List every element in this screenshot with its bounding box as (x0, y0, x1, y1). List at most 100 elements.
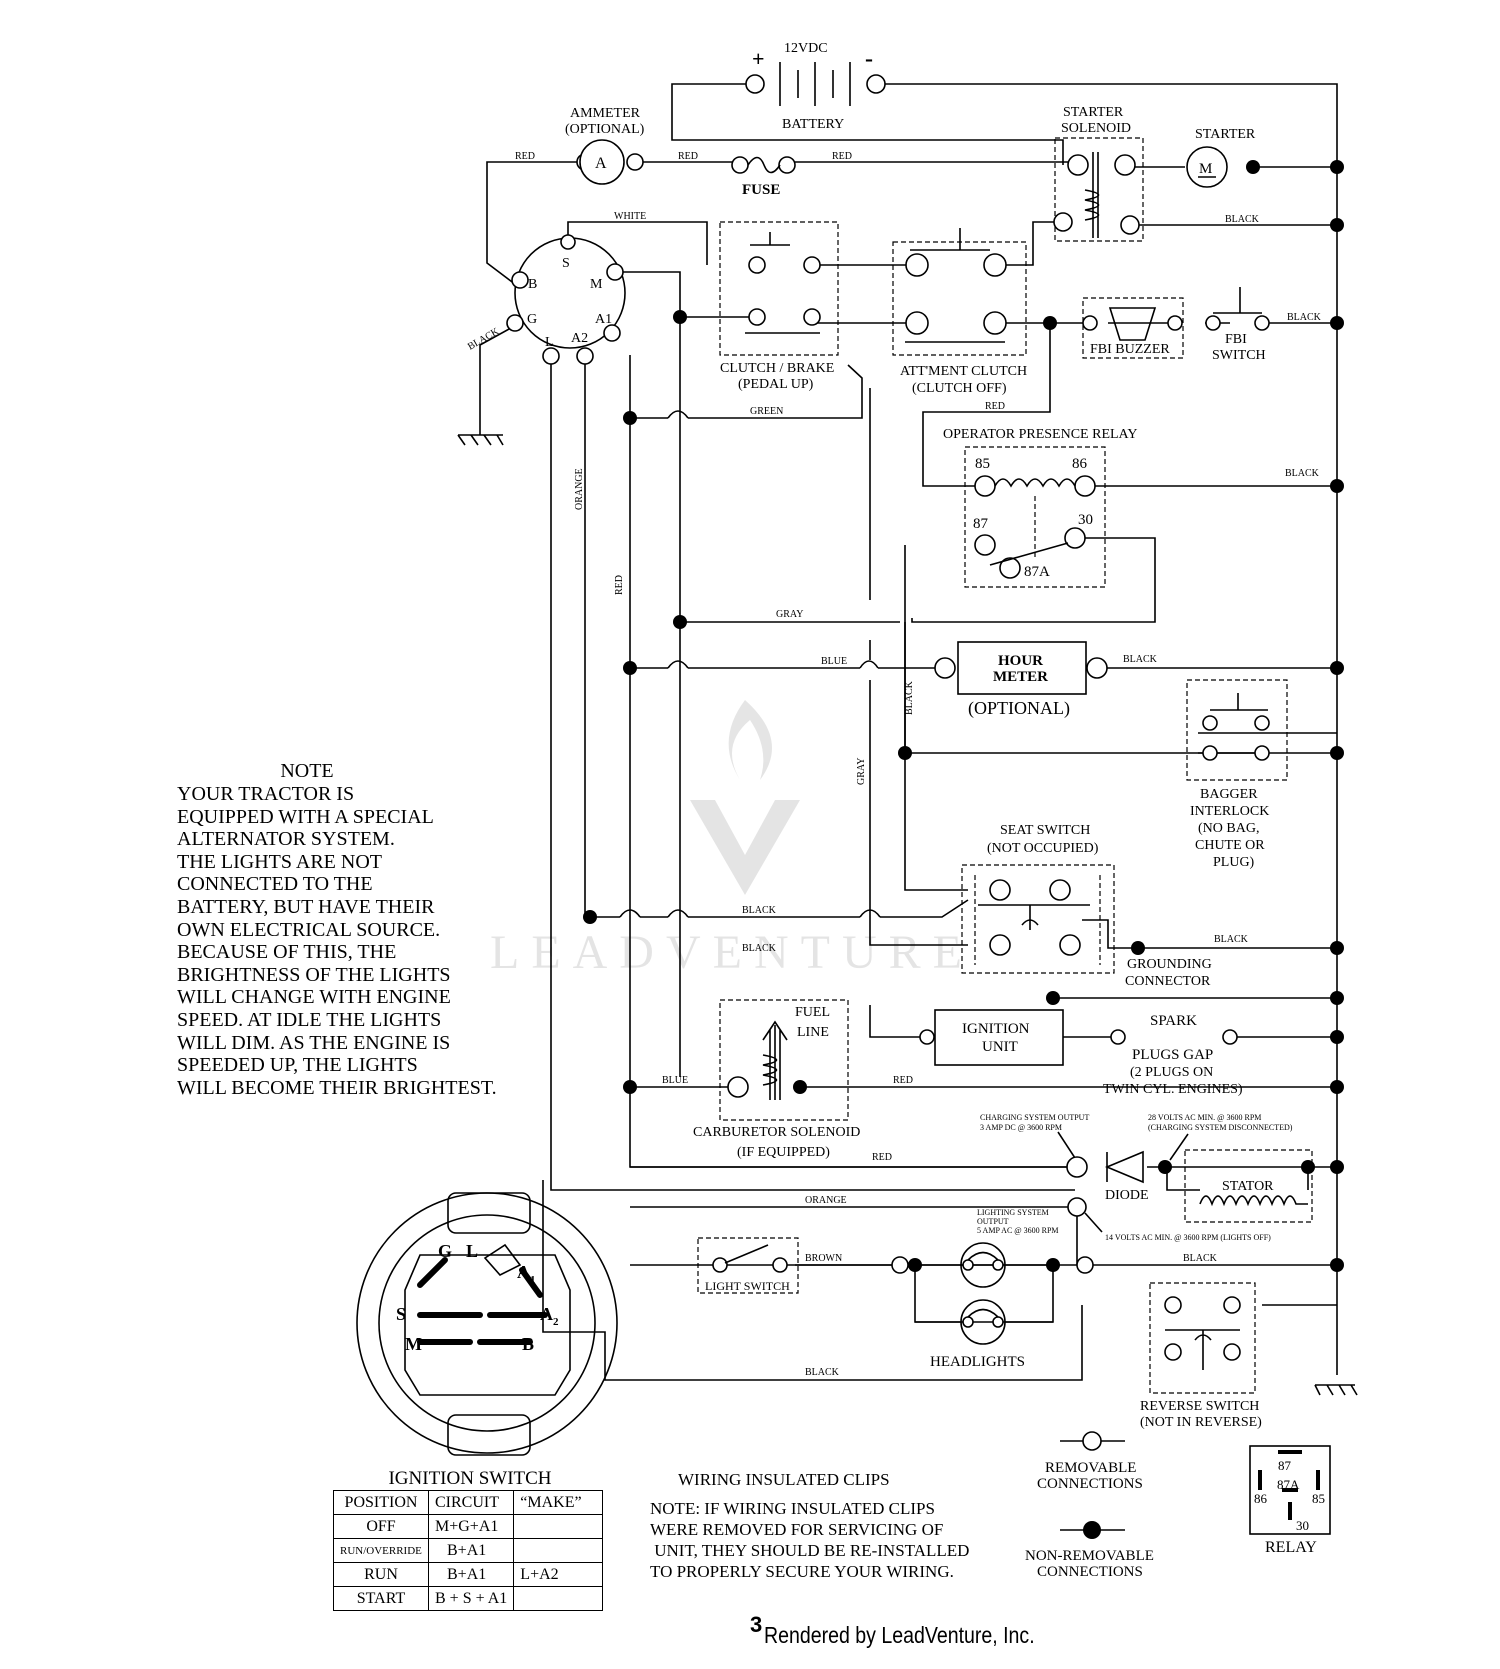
fuse: FUSE (731, 156, 796, 198)
svg-text:(PEDAL UP): (PEDAL UP) (738, 377, 814, 392)
position-cell: RUN (333, 1562, 429, 1587)
note-line: BATTERY, BUT HAVE THEIR (177, 895, 435, 918)
note-line: WILL BECOME THEIR BRIGHTEST. (177, 1076, 497, 1099)
relay-icon: 87 87A 86 85 30 RELAY (1249, 1445, 1331, 1556)
svg-text:2: 2 (553, 1316, 559, 1328)
make-cell: L+A2 (513, 1562, 604, 1587)
circuit-cell: M+G+A1 (427, 1514, 515, 1539)
table-row: OFF M+G+A1 (333, 1514, 604, 1539)
watermark-text: LEADVENTURE (490, 926, 974, 979)
svg-text:B: B (528, 277, 537, 292)
svg-text:GROUNDING: GROUNDING (1127, 957, 1212, 972)
note-line: WILL DIM. AS THE ENGINE IS (177, 1031, 451, 1054)
starter-motor: STARTER M (1186, 127, 1256, 188)
svg-text:FBI BUZZER: FBI BUZZER (1090, 342, 1170, 357)
svg-text:85: 85 (975, 456, 990, 472)
svg-text:G: G (527, 312, 537, 327)
svg-text:(CLUTCH OFF): (CLUTCH OFF) (912, 381, 1007, 396)
note-line: WILL CHANGE WITH ENGINE (177, 986, 451, 1009)
note-title: NOTE (280, 760, 334, 782)
svg-text:RED: RED (614, 575, 625, 595)
column-header: “MAKE” (513, 1490, 604, 1515)
non-removable-nodes (583, 160, 1344, 1272)
circuit-cell: B+A1 (427, 1562, 515, 1587)
svg-text:REMOVABLE: REMOVABLE (1045, 1460, 1136, 1476)
svg-text:INTERLOCK: INTERLOCK (1190, 804, 1269, 819)
position-cell: OFF (333, 1514, 429, 1539)
svg-text:LIGHT SWITCH: LIGHT SWITCH (705, 1279, 790, 1293)
svg-text:STARTER: STARTER (1195, 127, 1256, 142)
svg-text:87A: 87A (1024, 564, 1050, 580)
hour-meter: HOUR METER (OPTIONAL) (934, 641, 1108, 719)
svg-text:BROWN: BROWN (805, 1253, 842, 1264)
headlights: HEADLIGHTS (891, 1242, 1094, 1370)
clips-line: UNIT, THEY SHOULD BE RE-INSTALLED (650, 1541, 970, 1560)
clips-line: WERE REMOVED FOR SERVICING OF (650, 1520, 944, 1539)
svg-text:CARBURETOR SOLENOID: CARBURETOR SOLENOID (693, 1125, 860, 1140)
svg-text:28 VOLTS AC MIN. @ 3600 RPM: 28 VOLTS AC MIN. @ 3600 RPM (1148, 1113, 1261, 1122)
svg-text:(NO BAG,: (NO BAG, (1198, 821, 1259, 836)
svg-text:BLACK: BLACK (466, 326, 502, 353)
svg-text:BLACK: BLACK (805, 1367, 840, 1378)
clips-line: NOTE: IF WIRING INSULATED CLIPS (650, 1499, 935, 1518)
svg-text:A1: A1 (595, 312, 612, 327)
svg-text:PLUG): PLUG) (1213, 855, 1255, 870)
svg-text:LIGHTING SYSTEM: LIGHTING SYSTEM (977, 1208, 1049, 1217)
ignition-switch-face: G L A 1 S A 2 M B (356, 1192, 618, 1456)
clips-title: WIRING INSULATED CLIPS (678, 1470, 890, 1489)
svg-text:AMMETER: AMMETER (570, 106, 641, 121)
reverse-switch: REVERSE SWITCH (NOT IN REVERSE) (1140, 1282, 1262, 1430)
connection-legend: REMOVABLE CONNECTIONS NON-REMOVABLE CONN… (1025, 1431, 1154, 1580)
svg-text:87: 87 (973, 516, 989, 532)
svg-text:14 VOLTS AC MIN. @ 3600 RPM (L: 14 VOLTS AC MIN. @ 3600 RPM (LIGHTS OFF) (1105, 1233, 1271, 1242)
page-number: 3 (750, 1612, 763, 1637)
table-row: RUN/OVERRIDE B+A1 (333, 1538, 604, 1563)
note-line: OWN ELECTRICAL SOURCE. (177, 918, 441, 941)
battery: + - 12VDC BATTERY (745, 41, 886, 132)
charging-circuit: CHARGING SYSTEM OUTPUT 3 AMP DC @ 3600 R… (980, 1113, 1293, 1203)
svg-text:CLUTCH / BRAKE: CLUTCH / BRAKE (720, 361, 834, 376)
svg-text:BLACK: BLACK (1225, 214, 1260, 225)
svg-text:(CHARGING SYSTEM DISCONNECTED): (CHARGING SYSTEM DISCONNECTED) (1148, 1123, 1293, 1132)
svg-text:CONNECTOR: CONNECTOR (1125, 974, 1211, 989)
svg-text:BAGGER: BAGGER (1200, 787, 1258, 802)
circuit-cell: B + S + A1 (427, 1586, 515, 1611)
svg-text:METER: METER (993, 669, 1048, 685)
svg-text:A: A (517, 1262, 530, 1282)
column-header: POSITION (333, 1490, 429, 1515)
svg-text:BLACK: BLACK (904, 680, 915, 715)
svg-text:WHITE: WHITE (614, 211, 646, 222)
svg-text:SOLENOID: SOLENOID (1061, 121, 1131, 136)
svg-text:BLUE: BLUE (662, 1075, 688, 1086)
ignition-switch-table: POSITION CIRCUIT “MAKE” OFF M+G+A1 RUN/O… (333, 1490, 604, 1611)
svg-text:HOUR: HOUR (998, 653, 1043, 669)
ignition-table-title: IGNITION SWITCH (388, 1468, 552, 1489)
stator: STATOR (1184, 1149, 1313, 1223)
svg-text:BLACK: BLACK (742, 905, 777, 916)
svg-text:HEADLIGHTS: HEADLIGHTS (930, 1354, 1025, 1370)
svg-text:G: G (438, 1241, 452, 1261)
ammeter: AMMETER (OPTIONAL) A (565, 106, 645, 185)
svg-text:BLACK: BLACK (742, 943, 777, 954)
svg-text:BLUE: BLUE (821, 656, 847, 667)
svg-text:BATTERY: BATTERY (782, 117, 844, 132)
svg-text:(2 PLUGS ON: (2 PLUGS ON (1130, 1065, 1213, 1080)
svg-text:SPARK: SPARK (1150, 1013, 1197, 1029)
svg-text:RED: RED (872, 1152, 892, 1163)
ignition-unit: IGNITION UNIT (919, 1009, 1064, 1066)
note-line: YOUR TRACTOR IS (177, 783, 355, 805)
svg-text:GREEN: GREEN (750, 406, 783, 417)
lighting-output: LIGHTING SYSTEM OUTPUT 5 AMP AC @ 3600 R… (977, 1197, 1271, 1242)
svg-text:BLACK: BLACK (1285, 468, 1320, 479)
svg-text:LINE: LINE (797, 1025, 829, 1040)
clips-line: TO PROPERLY SECURE YOUR WIRING. (650, 1562, 954, 1581)
svg-text:(OPTIONAL): (OPTIONAL) (968, 698, 1070, 719)
ignition-switch-connector: S B M G A1 L A2 (506, 234, 626, 365)
svg-text:UNIT: UNIT (982, 1039, 1018, 1055)
svg-text:SEAT SWITCH: SEAT SWITCH (1000, 823, 1090, 838)
svg-text:12VDC: 12VDC (784, 41, 828, 56)
light-switch: LIGHT SWITCH (697, 1237, 799, 1294)
svg-text:GRAY: GRAY (856, 758, 867, 785)
svg-text:RED: RED (515, 151, 535, 162)
